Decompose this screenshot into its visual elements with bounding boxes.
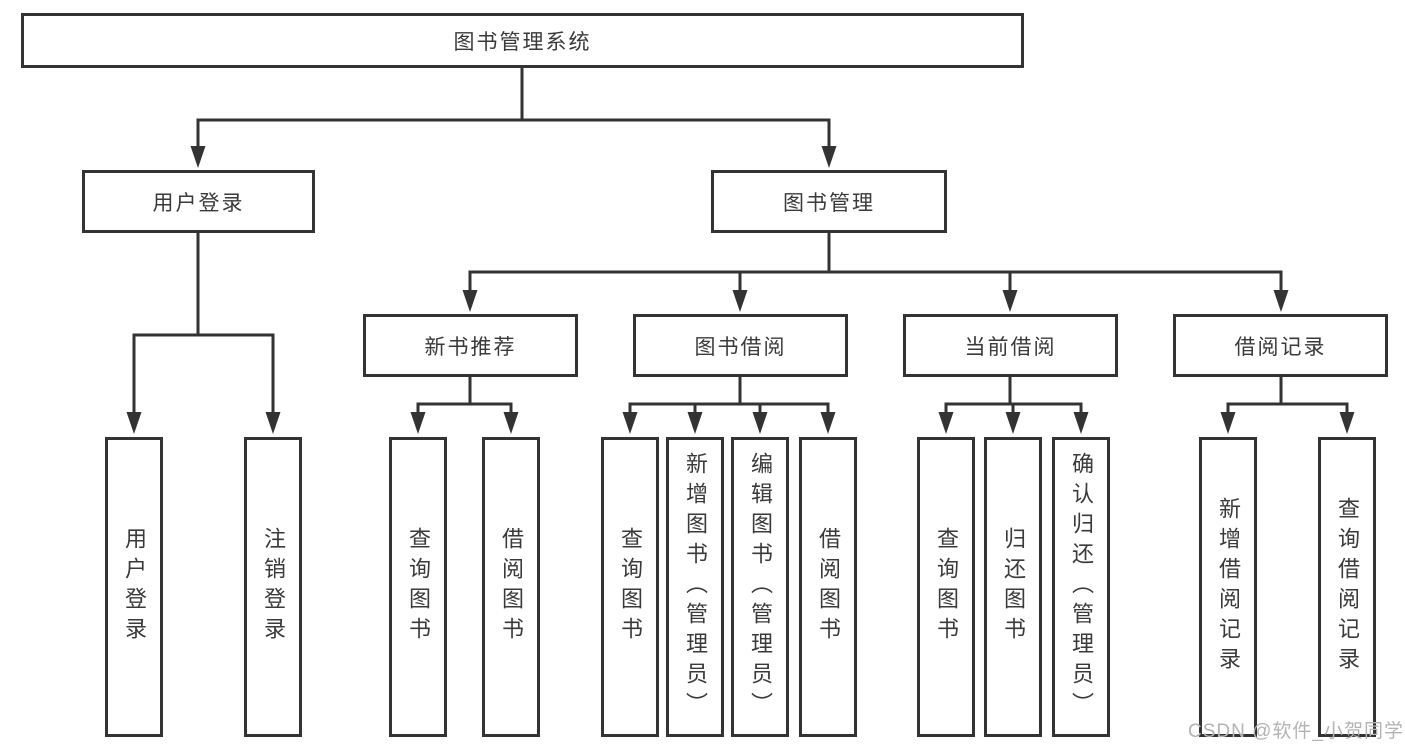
node-book-management: 图书管理: [711, 170, 947, 233]
node-borrowing-records-label: 借阅记录: [1234, 335, 1327, 359]
leaf-add-borrow-record: 新增借阅记录: [1199, 437, 1257, 737]
leaf-edit-books-admin-label: 编辑图书（管理员）: [748, 452, 773, 722]
connector-userlogin-to-leaves: [132, 231, 275, 416]
leaf-query-books-current-label: 查询图书: [934, 527, 959, 647]
leaf-query-books-recommend-label: 查询图书: [406, 527, 431, 647]
leaf-query-books-borrowing-label: 查询图书: [618, 527, 643, 647]
node-user-login-branch: 用户登录: [82, 170, 315, 233]
leaf-confirm-return-admin-label: 确认归还（管理员）: [1069, 452, 1094, 722]
node-book-borrowing: 图书借阅: [633, 314, 848, 377]
leaf-return-books-label: 归还图书: [1001, 527, 1026, 647]
leaf-query-books-current: 查询图书: [917, 437, 975, 737]
leaf-borrow-books-borrowing-label: 借阅图书: [816, 527, 841, 647]
leaf-user-login-label: 用户登录: [122, 527, 147, 647]
leaf-query-borrow-record: 查询借阅记录: [1318, 437, 1376, 737]
node-user-login-branch-label: 用户登录: [152, 191, 245, 215]
connector-root-to-level2: [196, 66, 831, 150]
leaf-return-books: 归还图书: [984, 437, 1042, 737]
leaf-borrow-books-borrowing: 借阅图书: [799, 437, 857, 737]
csdn-watermark: CSDN @软件_小贺同学: [1188, 721, 1404, 742]
node-current-borrowing-label: 当前借阅: [964, 335, 1057, 359]
leaf-add-books-admin: 新增图书（管理员）: [666, 437, 724, 737]
node-new-book-recommendation: 新书推荐: [363, 314, 578, 377]
leaf-query-books-borrowing: 查询图书: [601, 437, 659, 737]
connector-bookmgmt-to-level3: [468, 231, 1283, 294]
node-library-management-system: 图书管理系统: [21, 13, 1024, 68]
leaf-edit-books-admin: 编辑图书（管理员）: [731, 437, 789, 737]
leaf-logout: 注销登录: [244, 437, 302, 737]
connector-borrowing-to-leaves: [628, 375, 830, 416]
connector-newbook-to-leaves: [416, 375, 513, 416]
node-book-borrowing-label: 图书借阅: [694, 335, 787, 359]
connector-records-to-leaves: [1226, 375, 1349, 416]
leaf-borrow-books-recommend: 借阅图书: [482, 437, 540, 737]
node-borrowing-records: 借阅记录: [1173, 314, 1388, 377]
leaf-query-books-recommend: 查询图书: [389, 437, 447, 737]
leaf-query-borrow-record-label: 查询借阅记录: [1335, 497, 1360, 677]
leaf-add-books-admin-label: 新增图书（管理员）: [683, 452, 708, 722]
leaf-logout-label: 注销登录: [261, 527, 286, 647]
node-current-borrowing: 当前借阅: [903, 314, 1118, 377]
node-new-book-recommendation-label: 新书推荐: [424, 335, 517, 359]
leaf-user-login: 用户登录: [105, 437, 163, 737]
connector-current-to-leaves: [944, 375, 1083, 416]
leaf-borrow-books-recommend-label: 借阅图书: [499, 527, 524, 647]
node-book-management-label: 图书管理: [783, 191, 875, 215]
node-library-management-system-label: 图书管理系统: [453, 30, 592, 54]
leaf-confirm-return-admin: 确认归还（管理员）: [1052, 437, 1110, 737]
leaf-add-borrow-record-label: 新增借阅记录: [1216, 497, 1241, 677]
